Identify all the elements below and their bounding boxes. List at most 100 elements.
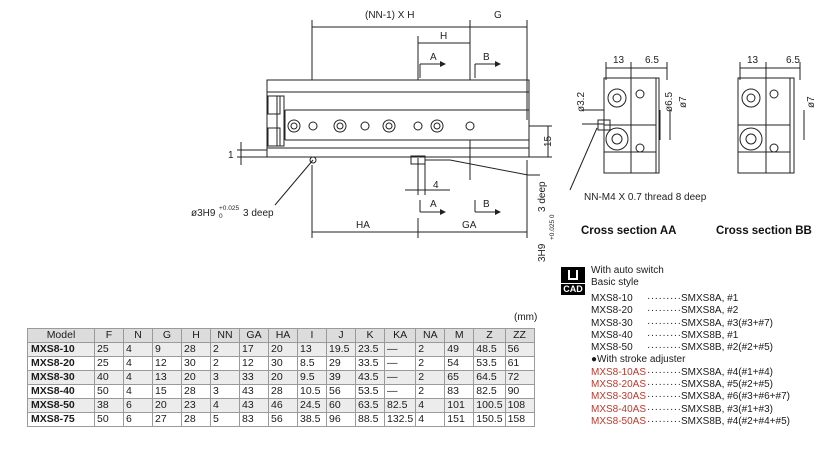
cad-model: MXS8-20 <box>591 305 633 317</box>
model-cell: MXS8-40 <box>27 384 95 399</box>
table-cell: 4 <box>123 370 153 385</box>
model-cell: MXS8-75 <box>27 412 95 427</box>
table-cell: 28 <box>268 384 298 399</box>
cad-dots: ········· <box>647 305 682 317</box>
table-cell: 88.5 <box>355 412 385 427</box>
cad-icon-label: CAD <box>561 284 585 295</box>
col-header: F <box>94 328 124 343</box>
table-header-row: Model F N G H NN GA HA I J K KA NA M Z Z… <box>27 328 535 343</box>
model-cell: MXS8-50 <box>27 398 95 413</box>
dim-nn-x-h: (NN-1) X H <box>365 10 414 21</box>
col-header: NN <box>210 328 240 343</box>
table-cell: — <box>383 342 417 357</box>
col-header: NA <box>415 328 446 343</box>
col-header: HA <box>268 328 298 343</box>
cad-model: MXS8-10 <box>591 293 633 304</box>
cross-section-bb-title: Cross section BB <box>716 225 812 237</box>
table-cell: 30 <box>181 356 211 371</box>
table-cell: 28 <box>181 342 211 357</box>
table-cell: 12 <box>152 356 182 371</box>
table-cell: 20 <box>268 342 298 357</box>
table-cell: 3 <box>210 384 240 399</box>
table-cell: 56 <box>504 342 535 357</box>
model-cell: MXS8-10 <box>27 342 95 357</box>
table-cell: 2 <box>415 384 446 399</box>
table-cell: 13 <box>152 370 182 385</box>
cad-dots: ········· <box>647 366 682 378</box>
table-cell: 50 <box>94 384 124 399</box>
aa-dim-phi7: ø7 <box>678 96 689 108</box>
cut-a-bot: A <box>430 199 437 210</box>
table-cell: 6 <box>123 398 153 413</box>
bb-dim-phi7: ø7 <box>806 96 817 108</box>
table-cell: 96 <box>326 412 356 427</box>
table-cell: 43.5 <box>355 370 385 385</box>
table-cell: 33 <box>239 370 269 385</box>
cad-code: SMXS8A, #5(#2+#5) <box>681 379 773 391</box>
cad-dots: ········· <box>647 379 682 391</box>
cad-basic-style: Basic style <box>591 277 639 289</box>
cad-model: MXS8-50 <box>591 342 633 354</box>
aa-dim-phi65: ø6.5 <box>664 92 675 112</box>
table-cell: 61 <box>504 356 535 371</box>
table-cell: 23 <box>181 398 211 413</box>
cad-model: MXS8-20AS <box>591 379 647 391</box>
table-cell: 28 <box>181 384 211 399</box>
cad-code: SMXS8A, #4(#1+#4) <box>681 366 773 378</box>
table-cell: 101 <box>444 398 475 413</box>
cross-section-aa-title: Cross section AA <box>581 225 677 237</box>
table-cell: 90 <box>504 384 535 399</box>
table-cell: 20 <box>268 370 298 385</box>
table-cell: 28 <box>181 412 211 427</box>
dim-h: H <box>440 31 447 42</box>
table-cell: 83 <box>444 384 475 399</box>
table-cell: 30 <box>268 356 298 371</box>
col-header: G <box>152 328 182 343</box>
table-cell: 2 <box>415 342 446 357</box>
cad-model: MXS8-30 <box>591 317 633 329</box>
cad-code: SMXS8A, #3(#3+#7) <box>681 317 773 329</box>
dimension-table: Model F N G H NN GA HA I J K KA NA M Z Z… <box>27 328 535 427</box>
cad-list-item: MXS8-50·········SMXS8B, #2(#2+#5) <box>591 342 790 354</box>
table-cell: 27 <box>152 412 182 427</box>
table-cell: — <box>383 384 417 399</box>
table-cell: 29 <box>326 356 356 371</box>
cad-icon: CAD <box>561 267 585 295</box>
col-header: ZZ <box>504 328 535 343</box>
col-header: J <box>326 328 356 343</box>
table-cell: 63.5 <box>355 398 385 413</box>
table-cell: 4 <box>123 384 153 399</box>
table-cell: 4 <box>123 342 153 357</box>
table-cell: 2 <box>210 356 240 371</box>
cad-dots: ········· <box>647 293 682 304</box>
dim-ha: HA <box>356 220 370 231</box>
cad-model: MXS8-40 <box>591 329 633 341</box>
table-cell: 108 <box>504 398 535 413</box>
cad-model: MXS8-40AS <box>591 403 647 415</box>
cad-title: With auto switch <box>591 265 664 276</box>
cross-section-aa <box>569 62 671 191</box>
dim-1: 1 <box>228 150 234 161</box>
cad-heading: With auto switch Basic style <box>591 265 664 290</box>
cut-b-top: B <box>483 52 490 63</box>
bore-right-tol: +0.025 0 <box>549 214 556 240</box>
table-cell: 38 <box>94 398 124 413</box>
cad-dots: ········· <box>647 391 682 403</box>
table-cell: 72 <box>504 370 535 385</box>
table-cell: 19.5 <box>326 342 356 357</box>
cad-dots: ········· <box>647 415 682 427</box>
col-header: KA <box>383 328 417 343</box>
table-cell: 38.5 <box>297 412 327 427</box>
table-cell: 56 <box>326 384 356 399</box>
aa-dim-13: 13 <box>613 55 625 66</box>
table-cell: 9 <box>152 342 182 357</box>
cad-stroke-adjuster-title: ●With stroke adjuster <box>591 354 686 366</box>
table-cell: 83 <box>239 412 269 427</box>
table-cell: — <box>383 370 417 385</box>
table-cell: 23.5 <box>355 342 385 357</box>
table-cell: 8.5 <box>297 356 327 371</box>
cad-code: SMXS8A, #2 <box>681 305 739 317</box>
